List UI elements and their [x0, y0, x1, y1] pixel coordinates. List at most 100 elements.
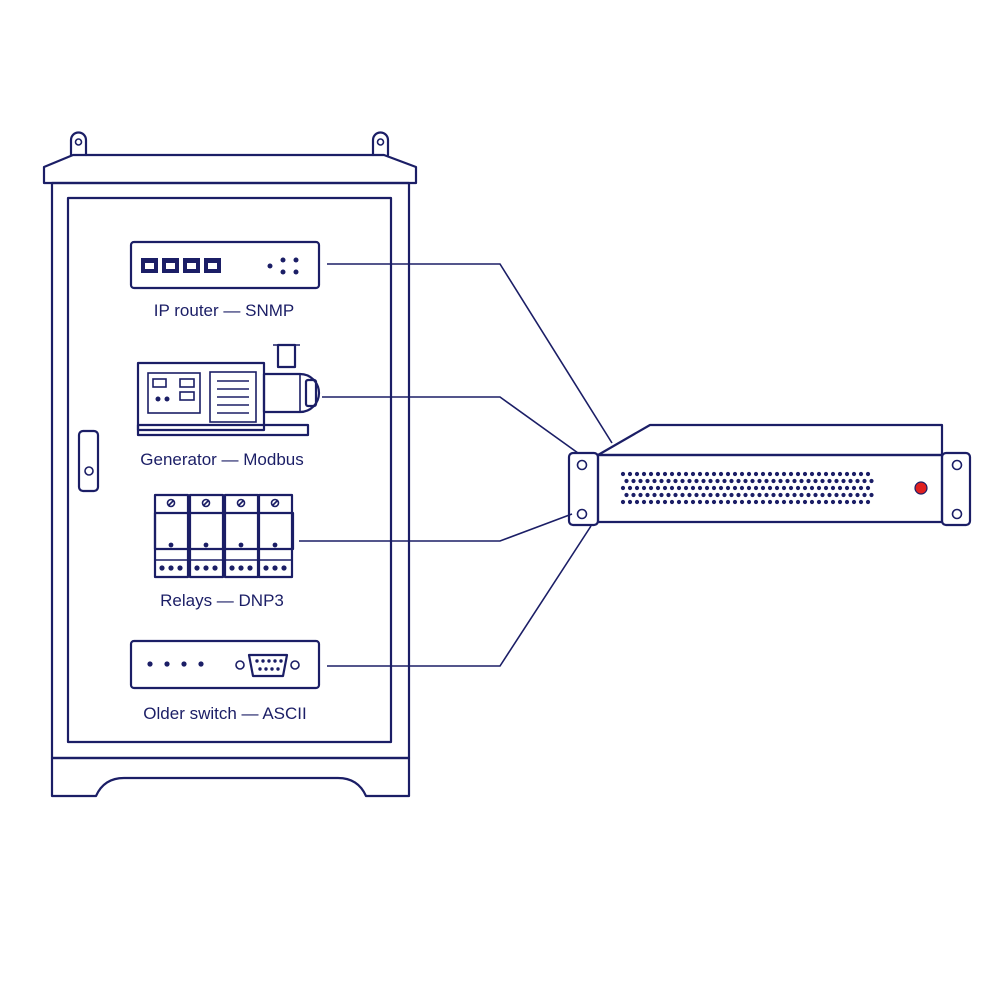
vent-hole: [641, 485, 647, 491]
vent-hole: [781, 485, 787, 491]
vent-hole: [722, 492, 727, 498]
vent-hole: [844, 471, 850, 477]
vent-hole: [704, 499, 710, 505]
generator-label: Generator — Modbus: [140, 450, 303, 469]
vent-hole: [750, 478, 755, 484]
cabinet-body: [50, 181, 411, 760]
vent-hole: [781, 499, 787, 505]
vent-hole: [851, 485, 857, 491]
vent-hole: [806, 492, 811, 498]
vent-hole: [746, 471, 752, 477]
vent-hole: [816, 499, 822, 505]
vent-hole: [816, 471, 822, 477]
vent-hole: [690, 471, 696, 477]
vent-hole: [669, 499, 675, 505]
electrical-cabinet: [42, 131, 418, 798]
vent-hole: [855, 492, 860, 498]
vent-hole: [802, 485, 808, 491]
vent-hole: [760, 485, 766, 491]
vent-hole: [802, 471, 808, 477]
vent-hole: [655, 499, 661, 505]
vent-hole: [830, 485, 836, 491]
vent-hole: [851, 471, 857, 477]
vent-hole: [809, 485, 815, 491]
vent-hole: [697, 485, 703, 491]
vent-hole: [666, 492, 671, 498]
vent-hole: [858, 485, 864, 491]
vent-hole: [802, 499, 808, 505]
vent-hole: [869, 478, 874, 484]
vent-hole: [799, 492, 804, 498]
vent-hole: [809, 471, 815, 477]
vent-hole: [673, 492, 678, 498]
vent-hole: [788, 485, 794, 491]
vent-hole: [753, 499, 759, 505]
vent-hole: [715, 492, 720, 498]
vent-hole: [813, 492, 818, 498]
device-older-switch: Older switch — ASCII: [129, 639, 321, 723]
relays-label: Relays — DNP3: [160, 591, 284, 610]
vent-hole: [708, 492, 713, 498]
vent-hole: [683, 471, 689, 477]
vent-hole: [781, 471, 787, 477]
vent-hole: [844, 499, 850, 505]
vent-hole: [767, 485, 773, 491]
relay-module: [257, 493, 294, 579]
vent-hole: [771, 492, 776, 498]
vent-hole: [736, 492, 741, 498]
vent-hole: [648, 485, 654, 491]
vent-hole: [701, 478, 706, 484]
vent-hole: [778, 478, 783, 484]
door-handle-icon: [77, 429, 100, 493]
vent-hole: [827, 478, 832, 484]
vent-hole: [634, 485, 640, 491]
vent-hole: [774, 485, 780, 491]
vent-hole: [673, 478, 678, 484]
vent-hole: [767, 499, 773, 505]
vent-hole: [841, 492, 846, 498]
vent-hole: [823, 499, 829, 505]
vent-hole: [813, 478, 818, 484]
vent-hole: [708, 478, 713, 484]
relay-module: [153, 493, 190, 579]
vent-hole: [774, 471, 780, 477]
vent-hole: [837, 485, 843, 491]
vent-hole: [851, 499, 857, 505]
vent-hole: [757, 492, 762, 498]
vent-hole: [830, 471, 836, 477]
ethernet-port-icon: [141, 258, 158, 273]
vent-hole: [662, 499, 668, 505]
vent-hole: [865, 499, 871, 505]
vent-hole: [785, 478, 790, 484]
vent-hole: [634, 471, 640, 477]
vent-hole: [652, 478, 657, 484]
vent-hole: [792, 492, 797, 498]
vent-hole: [858, 499, 864, 505]
vent-hole: [704, 471, 710, 477]
vent-hole: [715, 478, 720, 484]
vent-hole: [683, 485, 689, 491]
vent-hole: [795, 485, 801, 491]
router-icon: [129, 240, 321, 290]
vent-hole: [687, 478, 692, 484]
vent-hole: [638, 492, 643, 498]
vent-hole: [753, 485, 759, 491]
vent-hole: [830, 499, 836, 505]
vent-hole: [739, 471, 745, 477]
vent-hole: [774, 499, 780, 505]
wire-switch-to-gateway: [327, 525, 592, 667]
vent-hole: [750, 492, 755, 498]
vent-hole: [816, 485, 822, 491]
cabinet-door: [66, 196, 393, 744]
vent-hole: [746, 485, 752, 491]
vent-hole: [764, 478, 769, 484]
vent-hole: [823, 471, 829, 477]
vent-hole: [676, 471, 682, 477]
vent-hole: [743, 492, 748, 498]
vent-hole: [620, 499, 626, 505]
vent-hole: [865, 471, 871, 477]
vent-hole: [725, 471, 731, 477]
device-relays: Relays — DNP3: [153, 493, 295, 610]
vent-hole: [725, 499, 731, 505]
vent-hole: [855, 478, 860, 484]
